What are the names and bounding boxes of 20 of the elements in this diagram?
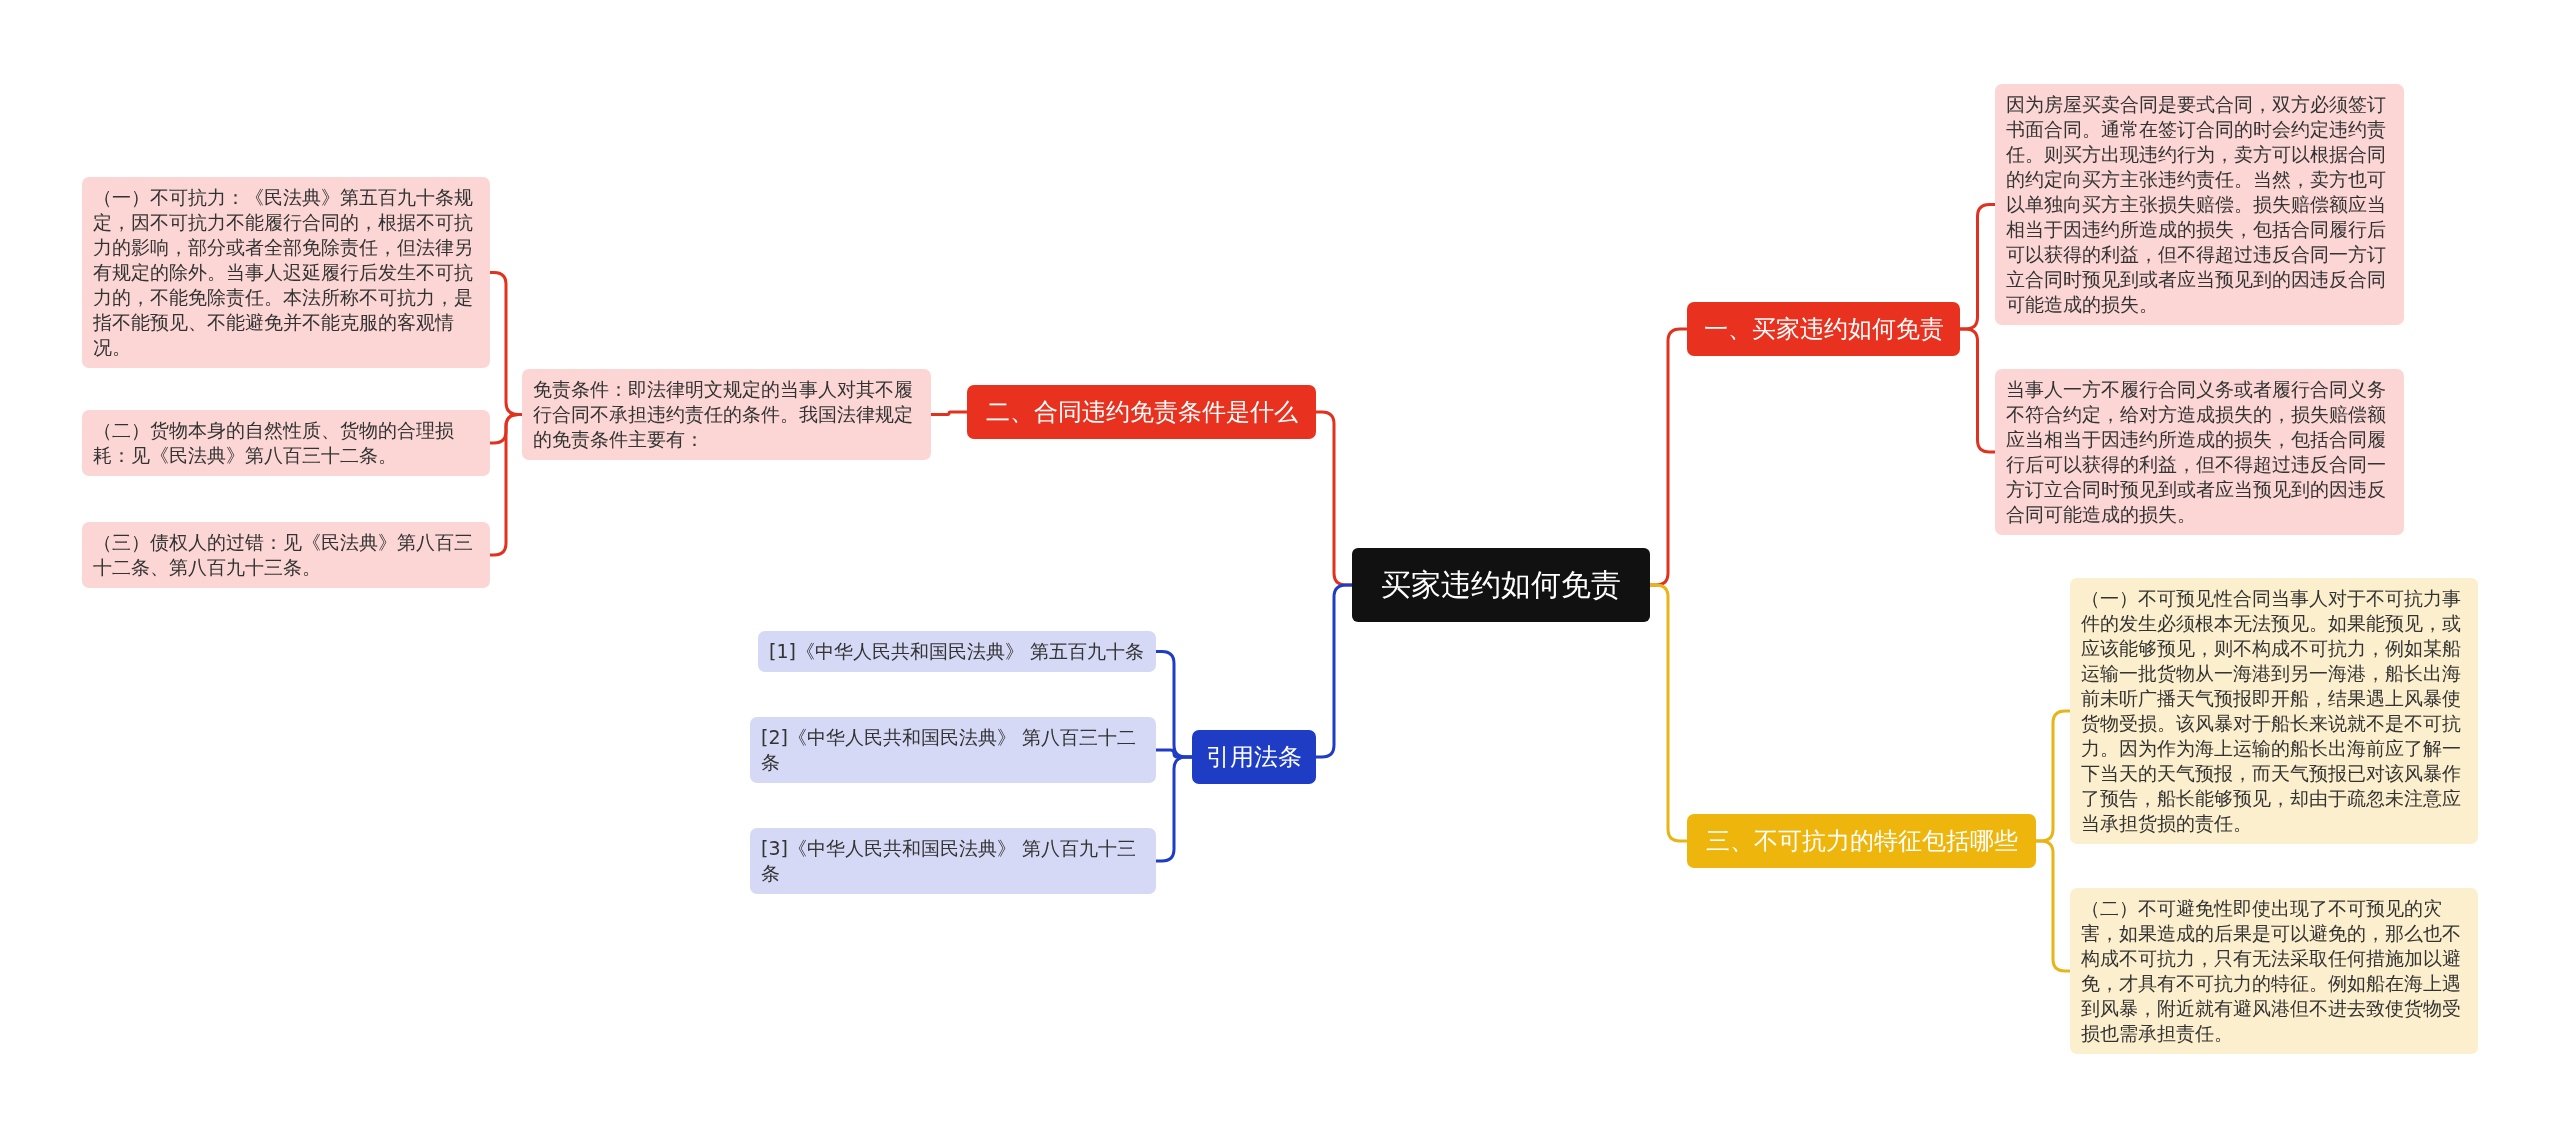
text-card: 当事人一方不履行合同义务或者履行合同义务不符合约定，给对方造成损失的，损失赔偿额应当相当于因违约所造成的损失，包括合同履行后可以获得的利益，但不得超过违反合同一方订立合同时预见到或者应当预见到的因违反合同可能造成的损失。	[1995, 369, 2404, 535]
text-card: （一）不可预见性合同当事人对于不可抗力事件的发生必须根本无法预见。如果能预见，或应该能够预见，则不构成不可抗力，例如某船运输一批货物从一海港到另一海港，船长出海前未听广播天气预报即开船，结果遇上风暴使货物受损。该风暴对于船长来说就不是不可抗力。因为作为海上运输的船长出海前应了解一下当天的天气预报，而天气预报已对该风暴作了预告，船长能够预见，却由于疏忽未注意应当承担货损的责任。	[2070, 578, 2478, 844]
text-card: （一）不可抗力：《民法典》第五百九十条规定，因不可抗力不能履行合同的，根据不可抗力的影响，部分或者全部免除责任，但法律另有规定的除外。当事人迟延履行后发生不可抗力的，不能免除责任。本法所称不可抗力，是指不能预见、不能避免并不能克服的客观情况。	[82, 177, 490, 368]
citation-card: [1]《中华人民共和国民法典》 第五百九十条	[758, 631, 1156, 672]
connector-line	[1156, 755, 1192, 863]
citation-card: [3]《中华人民共和国民法典》 第八百九十三条	[750, 828, 1156, 894]
text-card: （二）货物本身的自然性质、货物的合理损耗：见《民法典》第八百三十二条。	[82, 410, 490, 476]
connector-line	[1316, 583, 1352, 759]
connector-line	[1650, 583, 1687, 843]
citation-card: [2]《中华人民共和国民法典》 第八百三十二条	[750, 717, 1156, 783]
branch-topic: 三、不可抗力的特征包括哪些	[1687, 814, 2036, 868]
central-topic: 买家违约如何免责	[1352, 548, 1650, 622]
text-card: 因为房屋买卖合同是要式合同，双方必须签订书面合同。通常在签订合同的时会约定违约责任。则买方出现违约行为，卖方可以根据合同的约定向买方主张违约责任。当然，卖方也可以单独向买方主张损失赔偿。损失赔偿额应当相当于因违约所造成的损失，包括合同履行后可以获得的利益，但不得超过违反合同一方订立合同时预见到或者应当预见到的因违反合同可能造成的损失。	[1995, 84, 2404, 325]
connector-line	[931, 410, 967, 416]
text-card: （二）不可避免性即使出现了不可预见的灾害，如果造成的后果是可以避免的，那么也不构成不可抗力，只有无法采取任何措施加以避免，才具有不可抗力的特征。例如船在海上遇到风暴，附近就有避风港但不进去致使货物受损也需承担责任。	[2070, 888, 2478, 1054]
text-card: （三）债权人的过错：见《民法典》第八百三十二条、第八百九十三条。	[82, 522, 490, 588]
branch-topic: 引用法条	[1192, 730, 1316, 784]
branch-topic: 一、买家违约如何免责	[1687, 302, 1960, 356]
text-card: 免责条件：即法律明文规定的当事人对其不履行合同不承担违约责任的条件。我国法律规定的免责条件主要有：	[522, 369, 931, 460]
branch-topic: 二、合同违约免责条件是什么	[967, 385, 1316, 439]
